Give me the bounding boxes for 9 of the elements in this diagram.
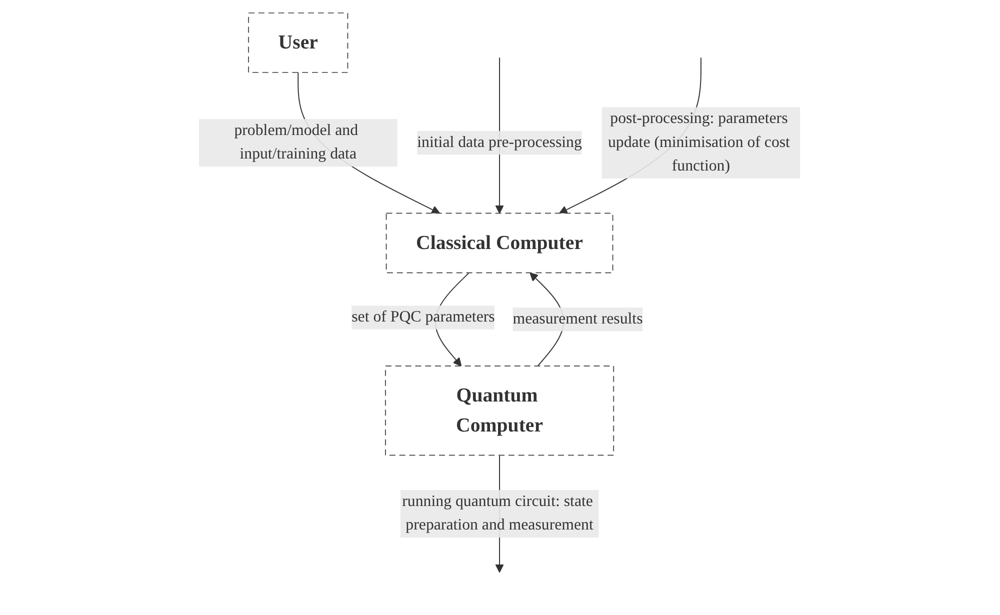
edge-label: running quantum circuit: state preparation and measurement <box>402 492 594 534</box>
edge-label: post-processing: parameters update (minimisation of cost function) <box>608 110 790 175</box>
edge-label: problem/model and input/training data <box>234 122 359 163</box>
edge-label: measurement results <box>513 310 644 328</box>
node-box: Quantum Computer <box>385 366 615 456</box>
node-box: Classical Computer <box>386 212 614 274</box>
edge-label: initial data pre-processing <box>418 134 582 151</box>
node-box: User <box>248 12 349 73</box>
edge-label: set of PQC parameters <box>352 308 496 326</box>
